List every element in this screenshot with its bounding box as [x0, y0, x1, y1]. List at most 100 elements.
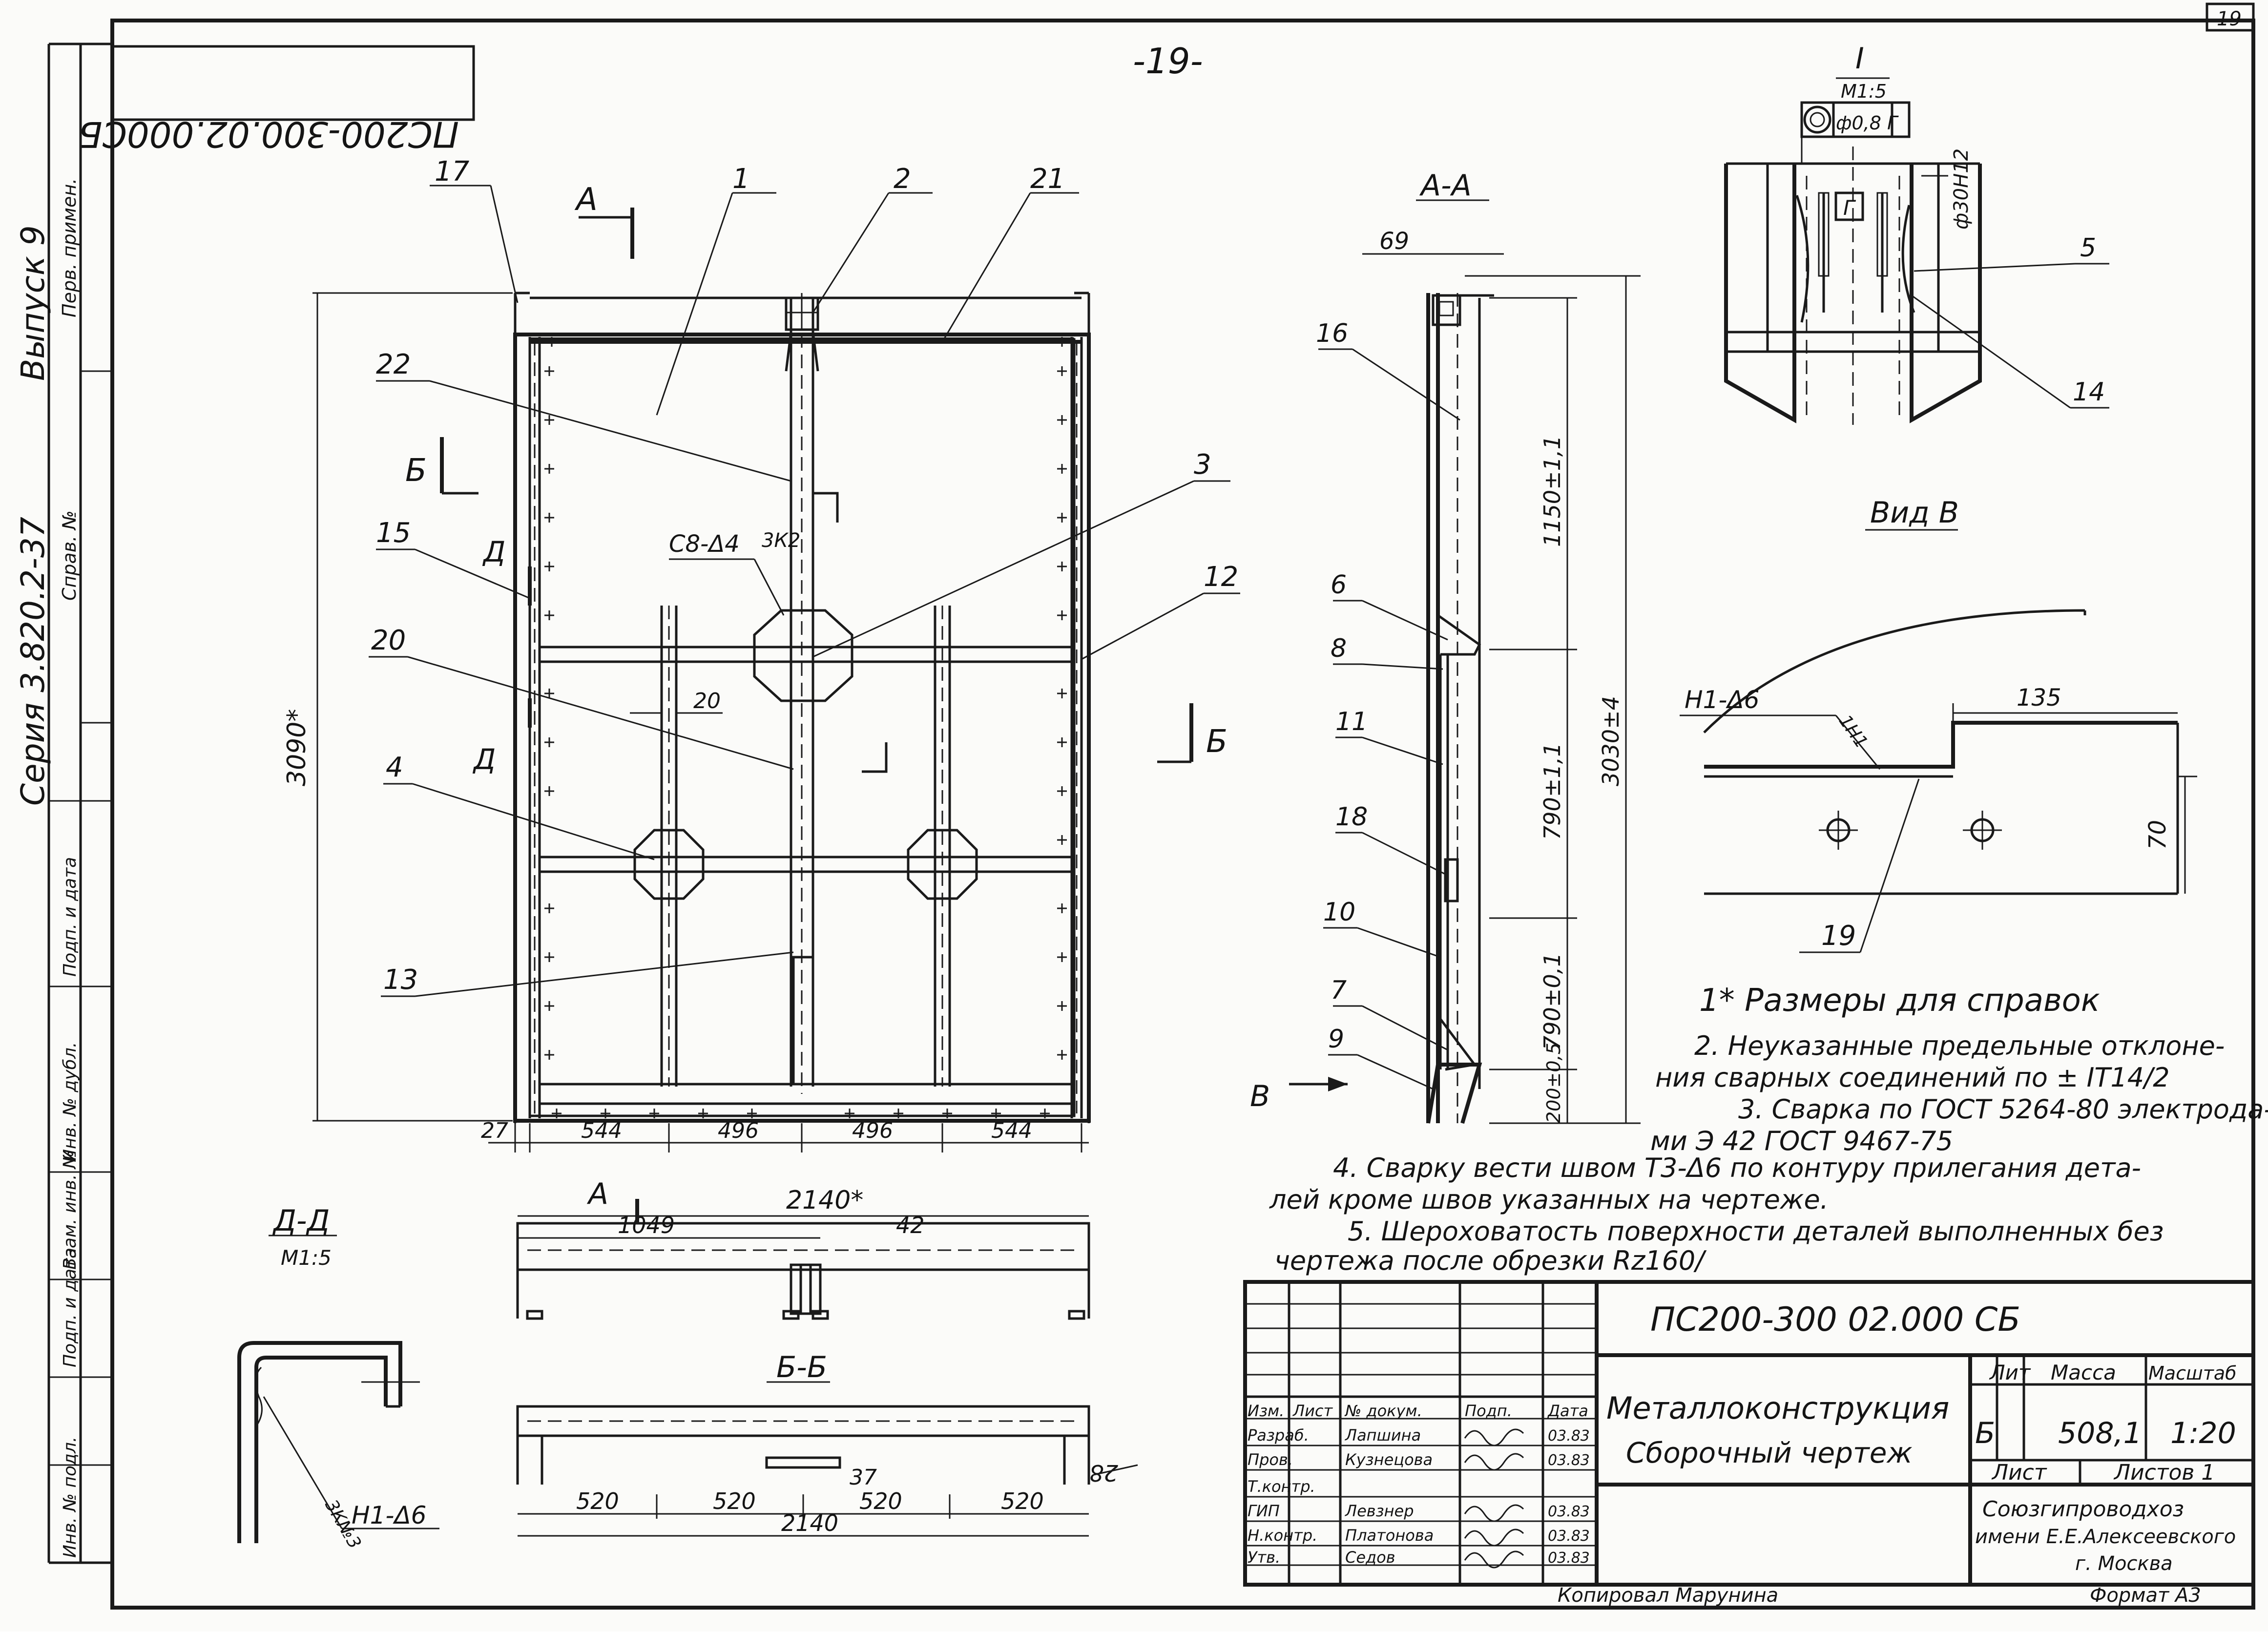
view-v-dim-135: 135	[2017, 684, 2061, 712]
technical-notes: 1* Размеры для справок 2. Неуказанные пр…	[1269, 983, 2268, 1276]
view-v-weld-detail: 1Н1	[1835, 712, 1872, 752]
section-letter-a-top: А	[574, 182, 598, 218]
plan-view: 2140* 1049 42 А	[516, 1177, 1090, 1320]
callout-15: 15	[376, 517, 411, 549]
signature-scribbles	[1464, 1428, 1524, 1569]
tb-head-doc: № докум.	[1344, 1402, 1422, 1420]
dim-27: 27	[481, 1118, 508, 1143]
tb-date-1: 03.83	[1548, 1427, 1590, 1445]
aa-callout-6: 6	[1331, 570, 1347, 600]
scan-mark: -19-	[1133, 41, 1203, 82]
aa-callout-7: 7	[1331, 976, 1347, 1005]
bb-dim-37: 37	[850, 1465, 877, 1490]
left-sidebar: Серия 3.820.2-37 Выпуск 9 Перв. примен. …	[14, 42, 114, 1564]
tb-role-5: Н.контр.	[1248, 1526, 1317, 1545]
sidebar-cell-1: Подп. и дата	[60, 857, 80, 977]
tb-head-mass: Масса	[2051, 1361, 2116, 1384]
section-bb-title: Б-Б	[776, 1350, 827, 1384]
tb-scale-value: 1:20	[2170, 1416, 2236, 1450]
plan-dim-42: 42	[896, 1212, 925, 1238]
tb-head-sign: Подп.	[1465, 1402, 1512, 1420]
tb-name-line2: Сборочный чертеж	[1626, 1436, 1913, 1469]
note-line-2: 2. Неуказанные предельные отклоне-	[1694, 1030, 2225, 1061]
tb-name-2: Кузнецова	[1345, 1450, 1433, 1469]
tb-name-6: Седов	[1345, 1548, 1395, 1567]
tb-sheets: Листов 1	[2113, 1460, 2215, 1485]
section-letter-b-left: Б	[405, 453, 427, 489]
bolt-marks	[544, 337, 1067, 1118]
issue-label: Выпуск 9	[14, 225, 52, 381]
dim-496-left: 496	[718, 1118, 759, 1143]
aa-dim-3030: 3030±4	[1598, 696, 1624, 786]
tb-org-line3: г. Москва	[2075, 1552, 2173, 1575]
tb-role-4: ГИП	[1248, 1502, 1280, 1520]
sheet-number: 19	[2217, 8, 2242, 30]
section-letter-b-right: Б	[1206, 724, 1228, 760]
tb-date-5: 03.83	[1548, 1528, 1590, 1545]
tb-date-4: 03.83	[1548, 1503, 1590, 1520]
main-view-callouts: 17 1 2 21 22 3 15 12 20 4 13 С8-Δ4 3	[369, 156, 1240, 997]
bottom-dims: 27 544 496 496 544	[481, 1118, 1089, 1152]
bb-dim-520-3: 520	[859, 1488, 902, 1514]
section-dd-title: Д-Д	[272, 1204, 330, 1238]
tb-copied: Копировал Марунина	[1558, 1584, 1778, 1607]
callout-4: 4	[386, 752, 403, 783]
section-dd: Д-Д М1:5 3К№3 Н1-Δ6	[237, 1204, 439, 1552]
dim-544-right: 544	[991, 1118, 1032, 1143]
tb-head-izm: Изм.	[1248, 1402, 1284, 1420]
detail-i-datum: Г	[1843, 196, 1856, 220]
tb-org-line1: Союзгипроводхоз	[1982, 1497, 2184, 1522]
aa-callout-8: 8	[1331, 634, 1347, 663]
note-line-3: ния сварных соединений по ± IT14/2	[1655, 1062, 2170, 1093]
view-v-callout-19: 19	[1821, 920, 1856, 952]
plan-dim-1049: 1049	[618, 1212, 675, 1238]
detail-i-callout-5: 5	[2080, 233, 2096, 263]
dim-3090: 3090*	[282, 292, 513, 1122]
bb-dim-520-4: 520	[1001, 1488, 1044, 1514]
callout-13: 13	[383, 964, 418, 996]
view-v: Вид В 135 70 Н1-Δ6 1Н1 19	[1680, 496, 2197, 953]
bb-dim-2140: 2140	[781, 1510, 838, 1536]
tb-lit-value: Б	[1975, 1416, 1995, 1450]
callout-1: 1	[732, 163, 750, 195]
section-letter-d-bottom: Д	[472, 743, 496, 776]
callout-22: 22	[376, 349, 411, 380]
mirrored-code: ПС200-300.02.000СБ	[78, 114, 459, 155]
sidebar-cell-4: Подп. и дата	[60, 1248, 80, 1367]
tb-sheet: Лист	[1991, 1460, 2047, 1485]
tb-role-1: Разраб.	[1248, 1426, 1309, 1445]
detail-i-callout-14: 14	[2073, 377, 2105, 407]
mirrored-code-box: ПС200-300.02.000СБ	[78, 45, 475, 155]
section-aa: А-А 69 1150±1,1 790±1,1 790±0,1 200±0,5 …	[1250, 168, 1641, 1124]
tb-name-line1: Металлоконструкция	[1606, 1390, 1949, 1426]
callout-21: 21	[1030, 163, 1065, 195]
tb-name-4: Левзнер	[1345, 1502, 1414, 1520]
dim-544-left: 544	[581, 1118, 622, 1143]
tb-name-1: Лапшина	[1345, 1426, 1421, 1445]
note-line-1: 1* Размеры для справок	[1699, 983, 2100, 1019]
weld-label-3k2: 3К2	[762, 529, 800, 552]
detail-i-dim: ф30Н12	[1950, 148, 1973, 230]
section-dd-scale: М1:5	[281, 1246, 332, 1270]
sidebar-cell-5: Инв. № подл.	[60, 1437, 80, 1558]
tb-role-3: Т.контр.	[1248, 1477, 1315, 1496]
aa-callout-9: 9	[1328, 1025, 1344, 1054]
callout-12: 12	[1204, 561, 1238, 593]
detail-i: I М1:5 ф0,8 Г Г ф30Н12 5	[1724, 42, 2109, 425]
aa-dim-790-2: 790±0,1	[1539, 953, 1565, 1050]
note-line-5: ми Э 42 ГОСТ 9467-75	[1650, 1126, 1953, 1156]
view-v-title: Вид В	[1870, 496, 1959, 530]
dim-69: 69	[1379, 228, 1409, 255]
section-dd-weld-label: Н1-Δ6	[352, 1501, 426, 1529]
aa-arrow-letter: В	[1250, 1079, 1270, 1113]
series-label: Серия 3.820.2-37	[14, 517, 52, 806]
tb-head-scale: Масштаб	[2148, 1362, 2237, 1384]
tb-role-2: Пров.	[1248, 1450, 1293, 1469]
plan-letter-a: А	[586, 1177, 608, 1211]
note-line-4: 3. Сварка по ГОСТ 5264-80 электрода-	[1738, 1094, 2268, 1125]
title-block: Изм. Лист № докум. Подп. Дата Разраб. Пр…	[1243, 1280, 2255, 1607]
aa-callout-11: 11	[1335, 707, 1368, 736]
tb-head-lit: Лит	[1989, 1361, 2031, 1384]
tb-name-5: Платонова	[1345, 1526, 1434, 1545]
